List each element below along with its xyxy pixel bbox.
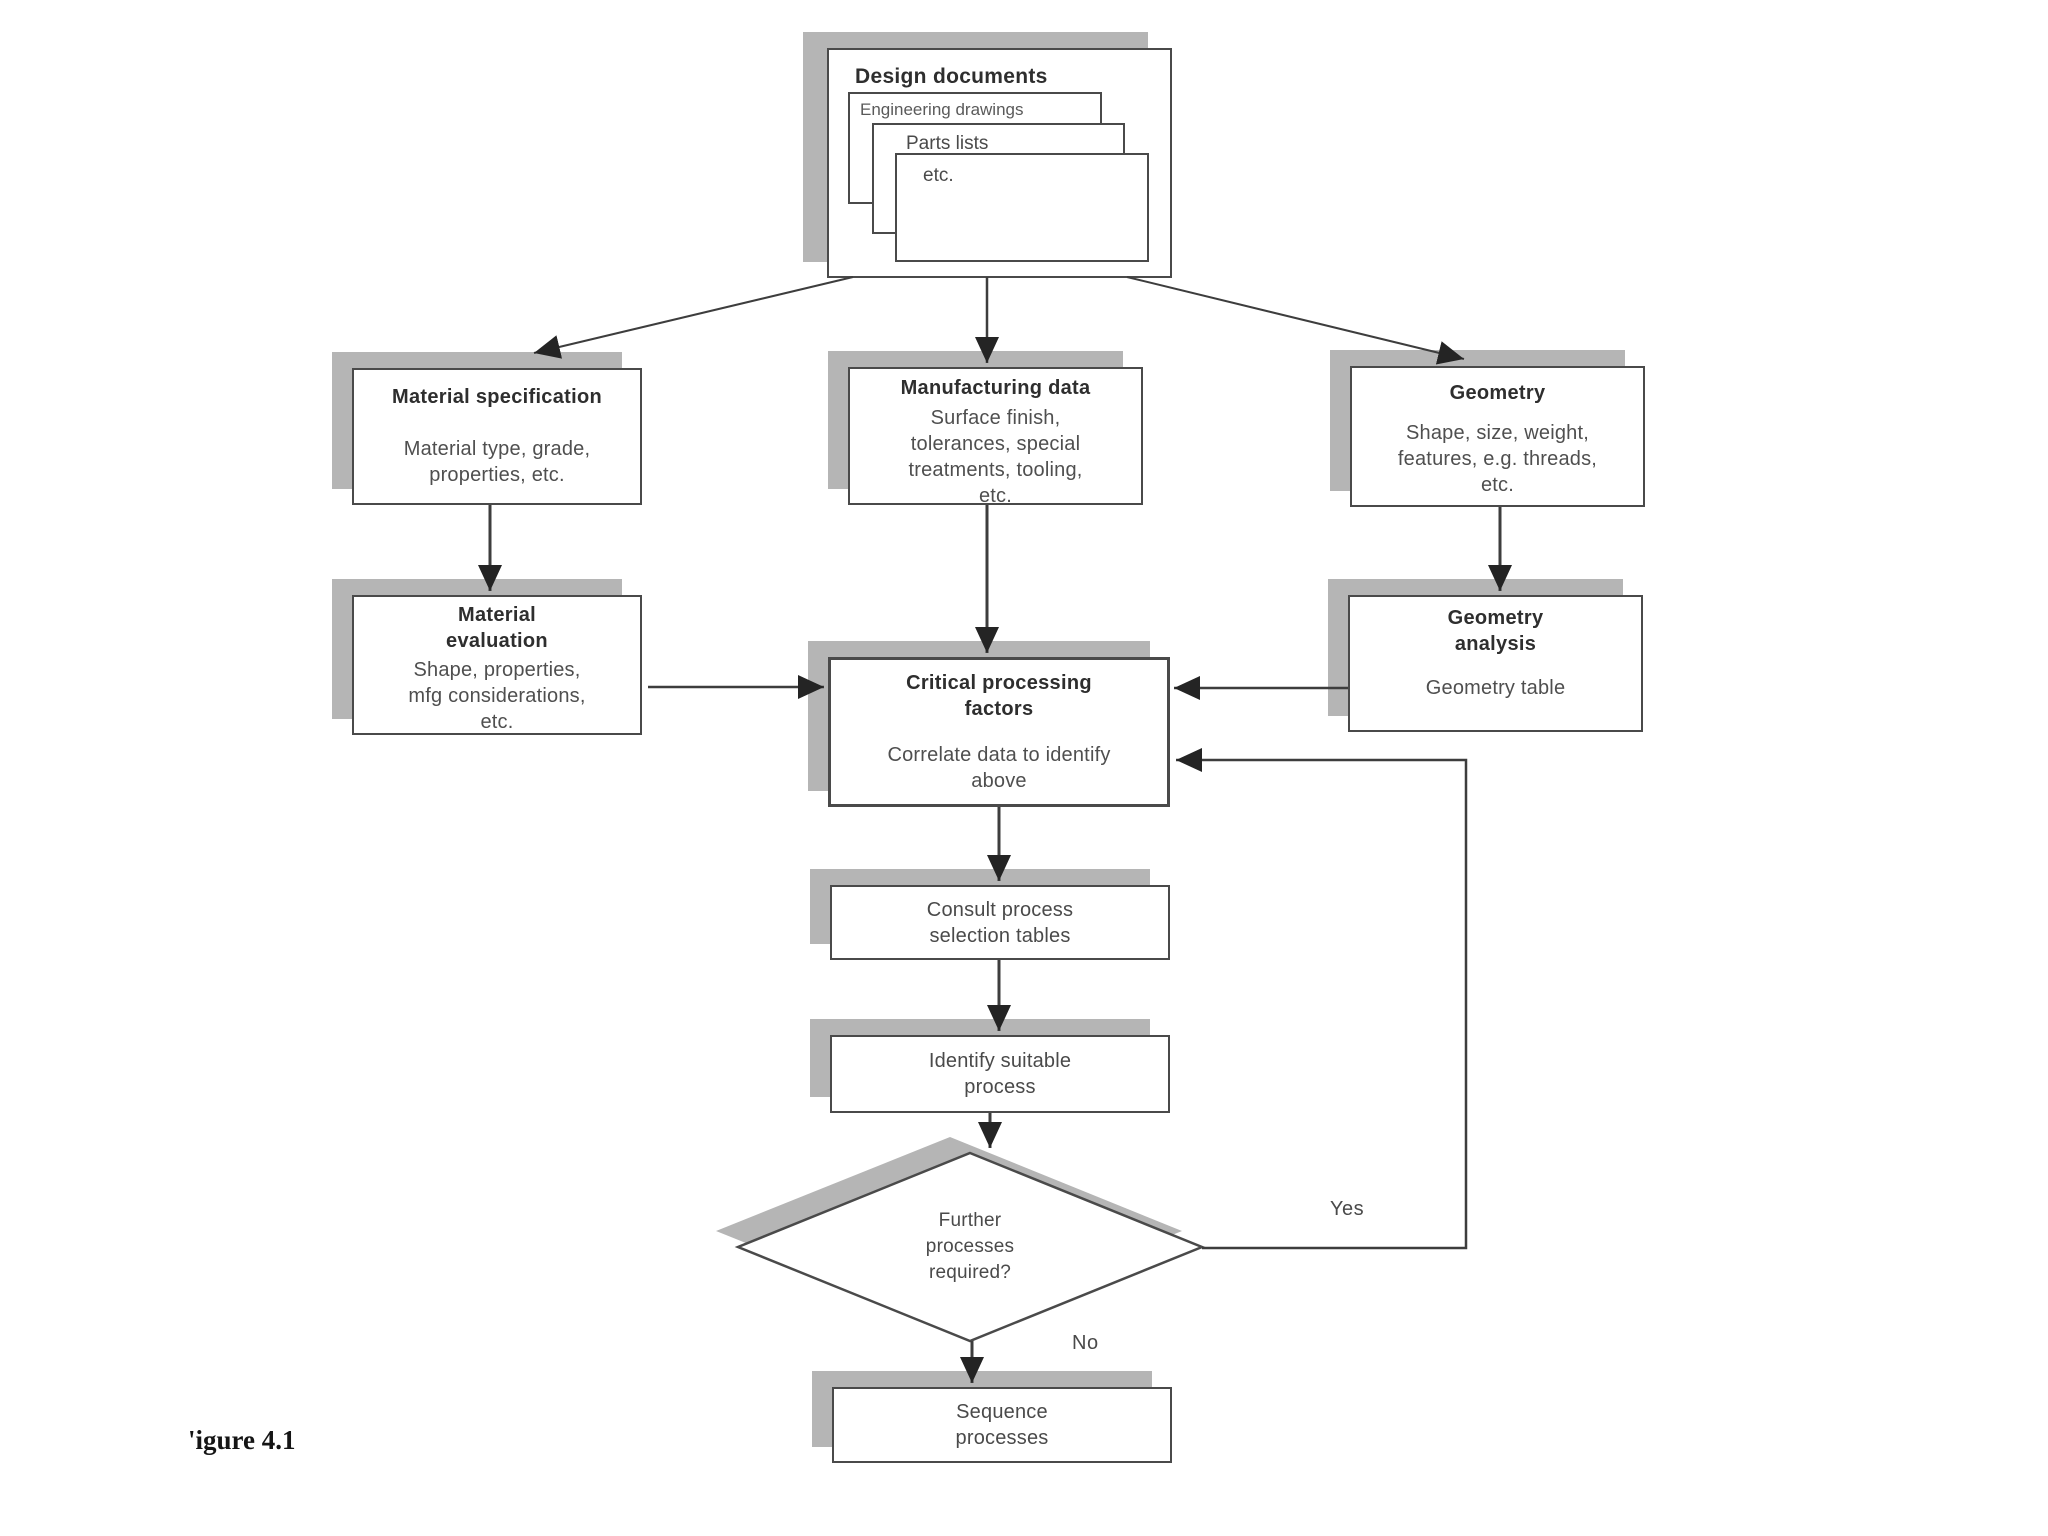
geometry-title: Geometry [1449, 382, 1546, 404]
material-evaluation-body: Shape, properties,mfg considerations,etc… [408, 659, 586, 733]
node-design-documents: Design documents Engineering drawings Pa… [827, 48, 1172, 278]
node-geometry: Geometry Shape, size, weight,features, e… [1350, 366, 1645, 507]
geometry-analysis-body: Geometry table [1425, 677, 1566, 699]
arrow-design-documents-to-material-specification [533, 276, 854, 359]
material-specification-body: Material type, grade,properties, etc. [403, 438, 591, 486]
arrow-design-documents-to-geometry [1126, 276, 1465, 365]
design-documents-title: Design documents [855, 65, 1048, 88]
etc-label: etc. [923, 165, 954, 186]
edge-label-no: No [1072, 1332, 1099, 1354]
node-material-specification: Material specification Material type, gr… [352, 368, 642, 505]
geometry-body: Shape, size, weight,features, e.g. threa… [1397, 422, 1598, 496]
arrow-decision-yes-loop-to-critical-processing-factors [1176, 748, 1468, 1250]
parts-lists-label: Parts lists [906, 133, 989, 154]
edge-label-yes: Yes [1330, 1198, 1365, 1220]
engineering-drawings-label: Engineering drawings [860, 100, 1024, 119]
stacked-doc-etc: etc. [895, 153, 1149, 262]
manufacturing-data-title: Manufacturing data [900, 377, 1091, 399]
node-manufacturing-data: Manufacturing data Surface finish,tolera… [848, 367, 1143, 507]
material-specification-title: Material specification [392, 386, 602, 408]
figure-caption: 'igure 4.1 [188, 1425, 296, 1455]
